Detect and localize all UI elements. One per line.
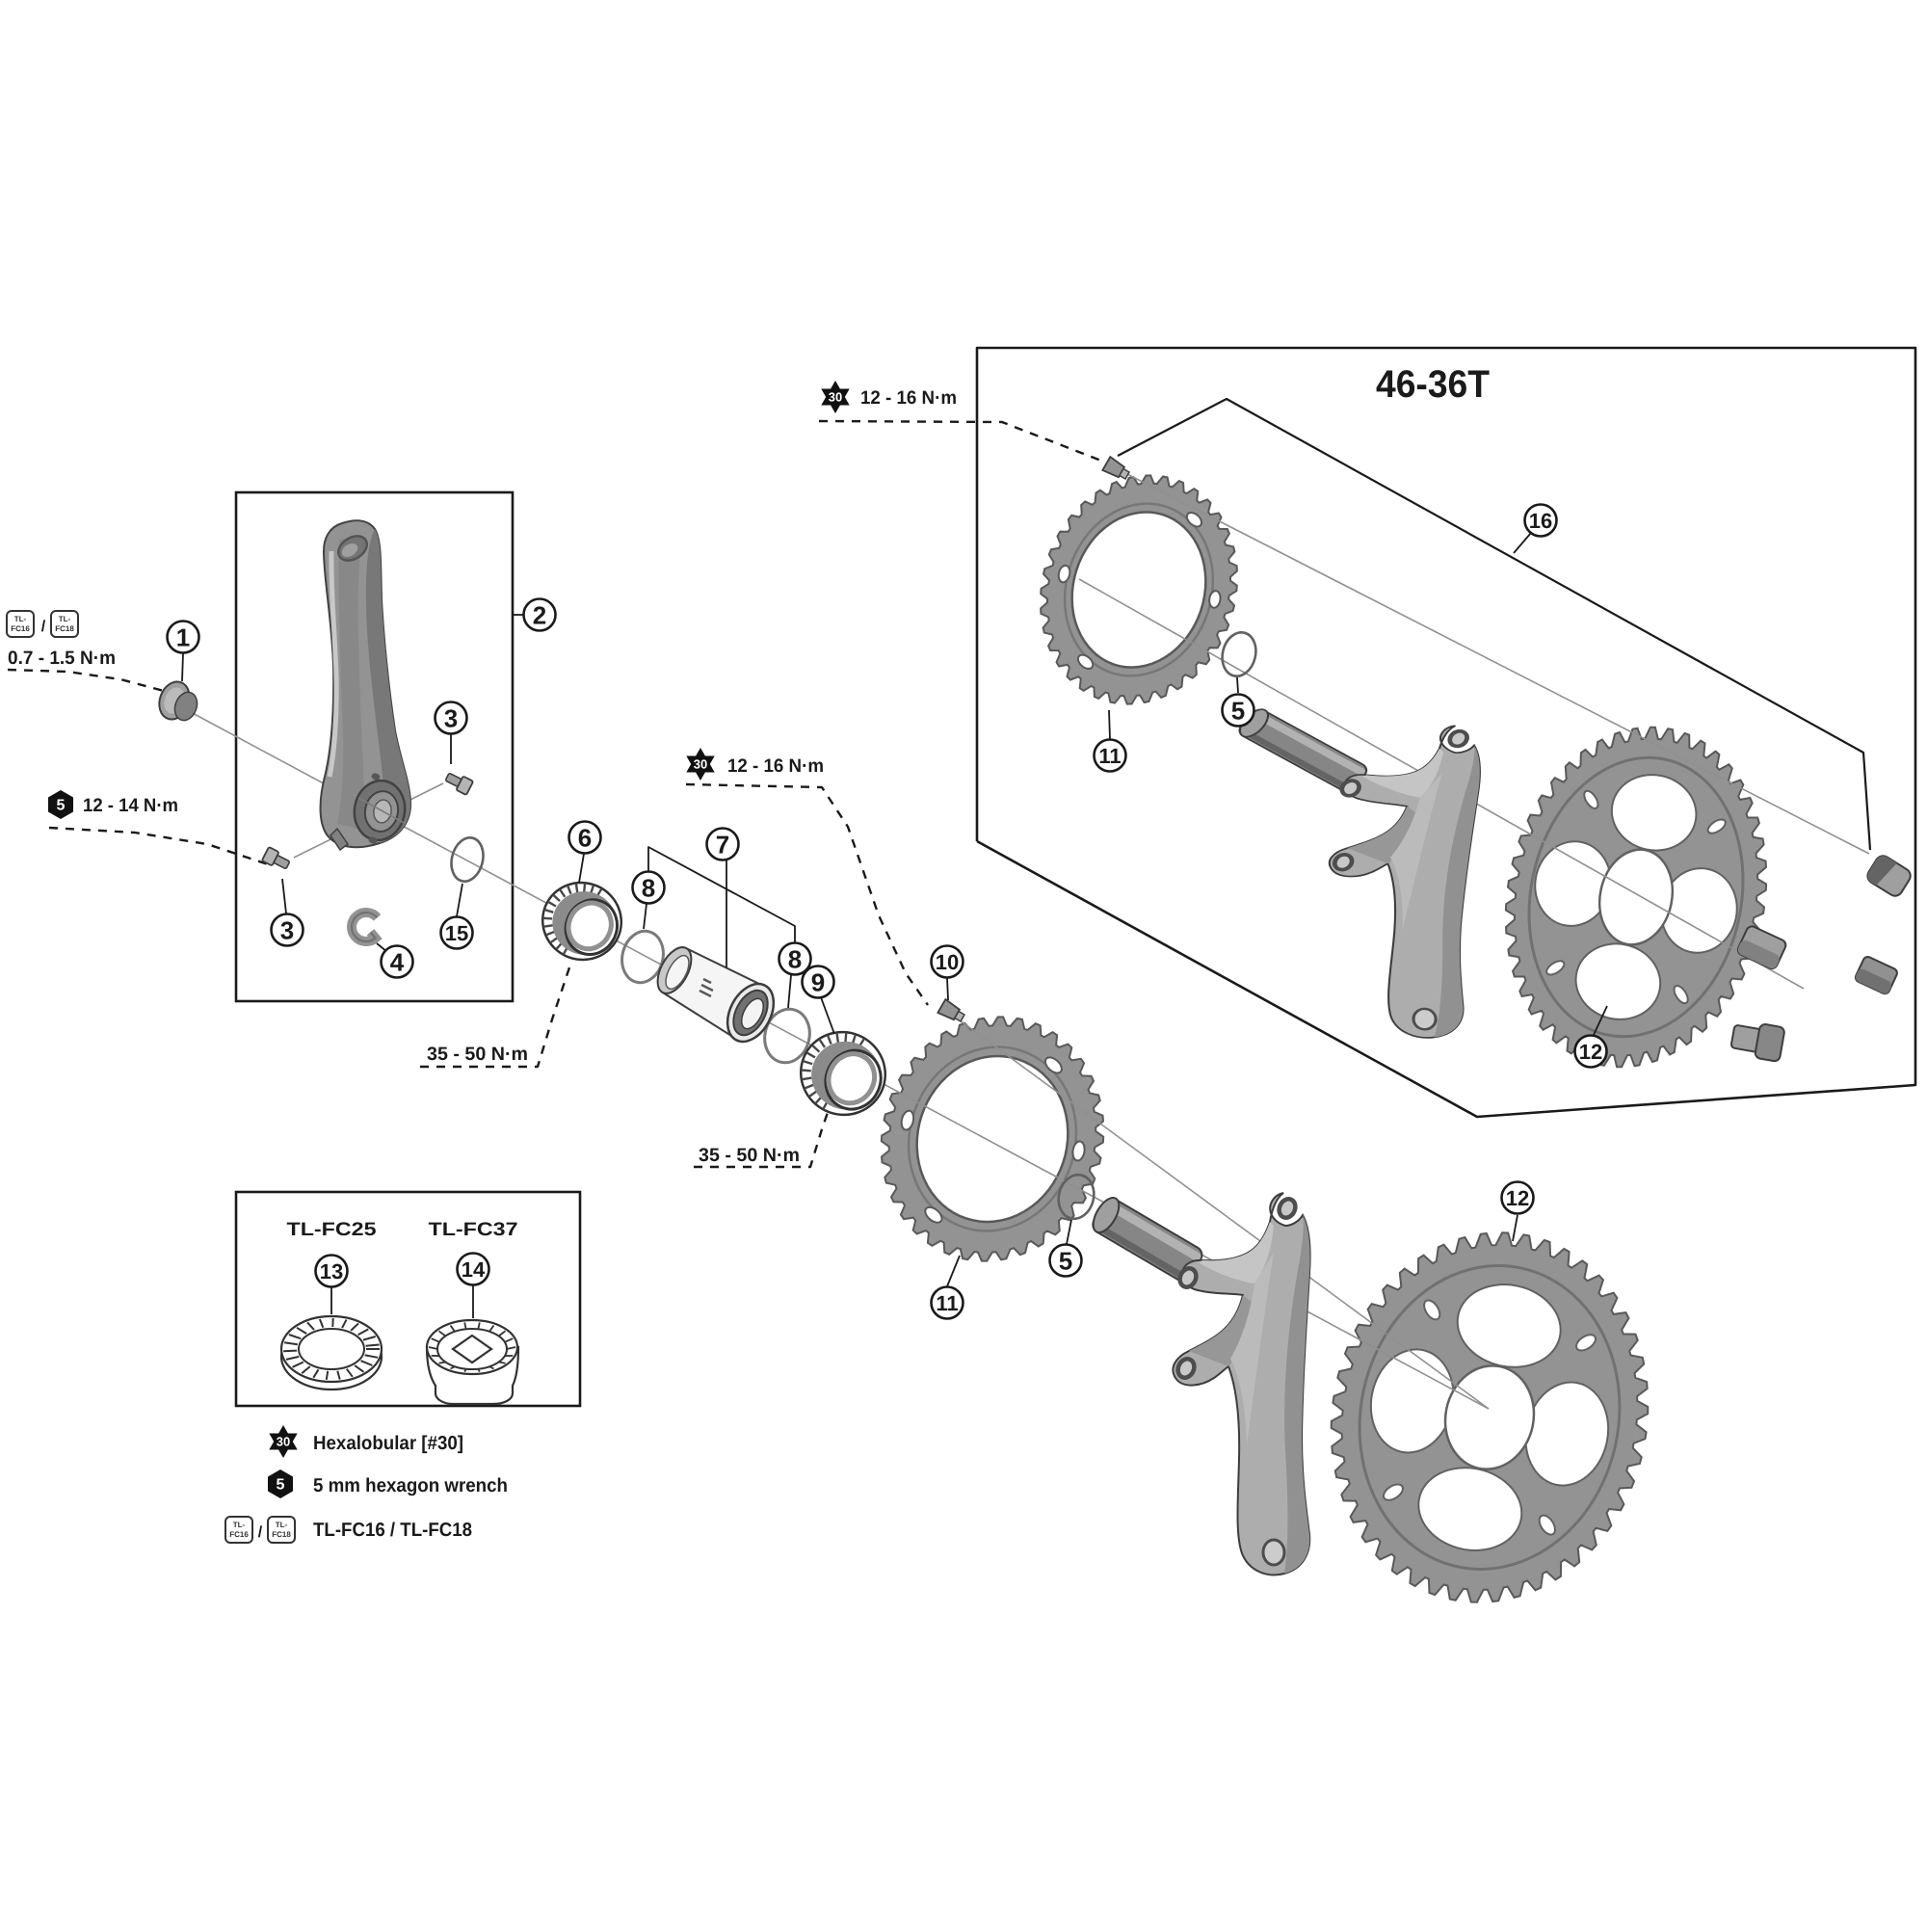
svg-text:14: 14: [462, 1257, 486, 1282]
svg-text:12: 12: [1506, 1186, 1529, 1210]
svg-text:5: 5: [1059, 1246, 1072, 1275]
svg-text:5 mm hexagon wrench: 5 mm hexagon wrench: [313, 1475, 508, 1496]
svg-text:TL-FC16 / TL-FC18: TL-FC16 / TL-FC18: [313, 1520, 472, 1541]
svg-text:8: 8: [642, 873, 655, 902]
svg-text:/: /: [41, 619, 46, 635]
svg-text:FC16: FC16: [229, 1530, 249, 1539]
svg-text:11: 11: [1098, 744, 1121, 768]
svg-text:5: 5: [1231, 696, 1245, 725]
svg-text:30: 30: [694, 757, 707, 772]
svg-text:8: 8: [788, 944, 802, 973]
svg-text:15: 15: [445, 921, 468, 945]
svg-text:3: 3: [444, 703, 458, 732]
svg-text:12 - 14 N·m: 12 - 14 N·m: [83, 795, 178, 816]
svg-text:FC18: FC18: [55, 624, 74, 633]
svg-text:30: 30: [829, 390, 842, 405]
svg-text:12 - 16 N·m: 12 - 16 N·m: [727, 755, 824, 777]
svg-text:12: 12: [1579, 1040, 1602, 1064]
svg-text:16: 16: [1529, 509, 1552, 533]
svg-text:FC16: FC16: [11, 624, 30, 633]
svg-text:/: /: [258, 1524, 263, 1541]
svg-text:9: 9: [811, 967, 825, 996]
svg-text:TL-: TL-: [276, 1521, 288, 1529]
svg-text:10: 10: [936, 950, 959, 974]
svg-text:Hexalobular [#30]: Hexalobular [#30]: [313, 1433, 463, 1454]
svg-text:7: 7: [716, 830, 729, 859]
svg-text:TL-FC37: TL-FC37: [429, 1219, 518, 1240]
svg-text:30: 30: [277, 1435, 290, 1449]
svg-text:11: 11: [936, 1291, 958, 1315]
svg-text:1: 1: [176, 622, 190, 651]
svg-text:35 - 50 N·m: 35 - 50 N·m: [427, 1044, 528, 1065]
svg-text:46-36T: 46-36T: [1376, 363, 1490, 406]
svg-text:5: 5: [57, 798, 66, 814]
svg-text:TL-: TL-: [59, 615, 71, 623]
svg-text:35 - 50 N·m: 35 - 50 N·m: [699, 1145, 800, 1166]
svg-text:6: 6: [578, 823, 592, 852]
svg-text:TL-: TL-: [233, 1521, 246, 1529]
svg-text:12 - 16 N·m: 12 - 16 N·m: [860, 387, 957, 409]
svg-text:3: 3: [280, 915, 294, 944]
svg-text:TL-: TL-: [14, 615, 27, 623]
svg-text:FC18: FC18: [272, 1530, 291, 1539]
svg-text:2: 2: [533, 600, 546, 629]
svg-text:4: 4: [390, 947, 405, 976]
svg-text:0.7 - 1.5 N·m: 0.7 - 1.5 N·m: [8, 648, 116, 669]
svg-text:TL-FC25: TL-FC25: [287, 1219, 377, 1240]
svg-text:13: 13: [320, 1259, 343, 1284]
svg-text:5: 5: [277, 1477, 285, 1494]
